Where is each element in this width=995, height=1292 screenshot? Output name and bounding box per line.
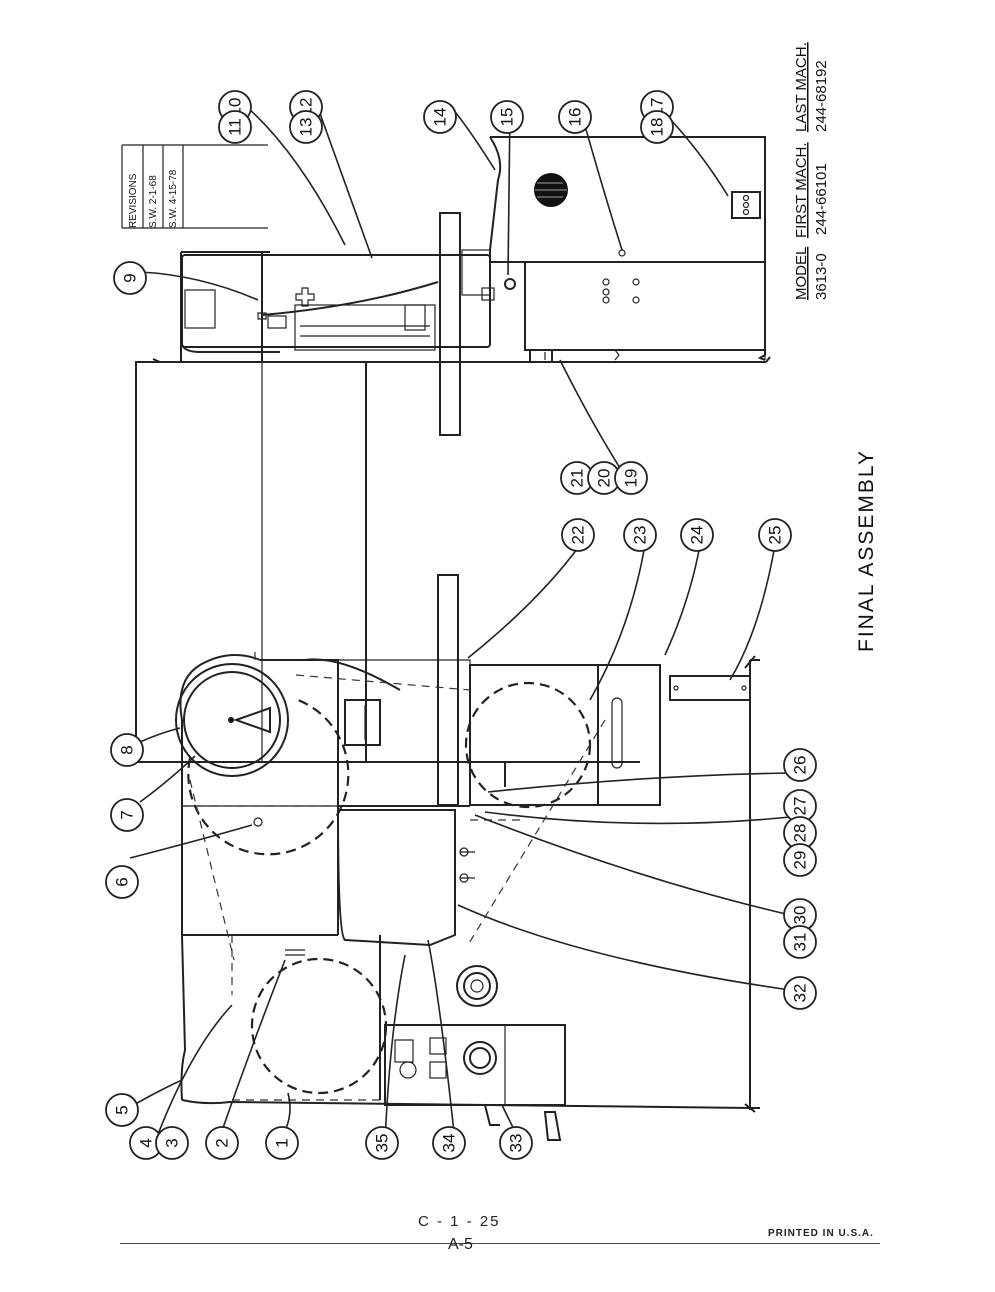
svg-text:20: 20 [595, 469, 614, 488]
model-value: 3613-0 [813, 253, 830, 300]
svg-text:9: 9 [121, 273, 140, 282]
svg-text:14: 14 [431, 108, 450, 127]
svg-text:8: 8 [118, 745, 137, 754]
svg-text:16: 16 [566, 108, 585, 127]
callout-27: 27 [783, 789, 817, 823]
footer-rule [120, 1243, 880, 1244]
first-mach-header: FIRST MACH. [793, 142, 810, 238]
callout-13: 13 [289, 110, 323, 144]
svg-text:35: 35 [373, 1134, 392, 1153]
callout-2: 2 [205, 1126, 239, 1160]
page-code: C - 1 - 25 [418, 1213, 501, 1230]
callout-balloons: 10 11 12 13 14 15 16 17 18 9 21 20 19 22… [105, 90, 817, 1160]
svg-text:32: 32 [791, 984, 810, 1003]
last-mach-header: LAST MACH. [793, 42, 810, 132]
svg-text:25: 25 [766, 526, 785, 545]
svg-text:15: 15 [498, 108, 517, 127]
callout-24: 24 [680, 518, 714, 552]
side-elevation-view [181, 136, 766, 436]
svg-text:26: 26 [791, 756, 810, 775]
revision-entry: S.W. 2-1-68 [148, 175, 159, 228]
svg-text:13: 13 [297, 118, 316, 137]
svg-text:2: 2 [213, 1138, 232, 1147]
svg-text:21: 21 [568, 469, 587, 488]
callout-31: 31 [783, 925, 817, 959]
first-mach-value: 244-66101 [813, 163, 830, 235]
svg-text:28: 28 [791, 824, 810, 843]
page-number: A-5 [448, 1236, 473, 1253]
model-header: MODEL [793, 247, 810, 300]
callout-21: 21 [560, 461, 594, 495]
callout-6: 6 [105, 865, 139, 899]
svg-text:6: 6 [113, 877, 132, 886]
callout-29: 29 [783, 843, 817, 877]
drawing-title: FINAL ASSEMBLY [855, 449, 878, 652]
svg-text:7: 7 [118, 810, 137, 819]
printed-in-usa: PRINTED IN U.S.A. [768, 1228, 874, 1239]
callout-8: 8 [110, 733, 144, 767]
callout-3: 3 [155, 1126, 189, 1160]
callout-23: 23 [623, 518, 657, 552]
svg-text:5: 5 [113, 1105, 132, 1114]
svg-text:4: 4 [137, 1138, 156, 1147]
svg-text:34: 34 [440, 1134, 459, 1153]
callout-9: 9 [113, 261, 147, 295]
callout-11: 11 [218, 110, 252, 144]
side-view [135, 251, 771, 787]
callout-19: 19 [614, 461, 648, 495]
svg-text:23: 23 [631, 526, 650, 545]
callout-22: 22 [561, 518, 595, 552]
revisions-block: REVISIONS S.W. 2-1-68 S.W. 4-15-78 [121, 144, 268, 229]
callout-26: 26 [783, 748, 817, 782]
callout-15: 15 [490, 100, 524, 134]
callout-25: 25 [758, 518, 792, 552]
model-table: MODEL FIRST MACH. LAST MACH. 3613-0 244-… [793, 42, 830, 300]
callout-7: 7 [110, 798, 144, 832]
svg-text:33: 33 [507, 1134, 526, 1153]
svg-text:18: 18 [648, 118, 667, 137]
front-elevation-view [175, 574, 760, 1141]
revision-entry: S.W. 4-15-78 [168, 169, 179, 228]
callout-32: 32 [783, 976, 817, 1010]
revisions-heading: REVISIONS [128, 173, 139, 228]
svg-text:24: 24 [688, 526, 707, 545]
callout-18: 18 [640, 110, 674, 144]
callout-33: 33 [499, 1126, 533, 1160]
svg-text:31: 31 [791, 933, 810, 952]
callout-14: 14 [423, 100, 457, 134]
svg-text:30: 30 [791, 906, 810, 925]
svg-text:22: 22 [569, 526, 588, 545]
callout-34: 34 [432, 1126, 466, 1160]
callout-16: 16 [558, 100, 592, 134]
svg-text:1: 1 [273, 1138, 292, 1147]
svg-text:3: 3 [163, 1138, 182, 1147]
svg-text:11: 11 [226, 118, 245, 136]
callout-35: 35 [365, 1126, 399, 1160]
svg-text:19: 19 [622, 469, 641, 488]
callout-1: 1 [265, 1126, 299, 1160]
svg-text:27: 27 [791, 797, 810, 816]
svg-text:29: 29 [791, 851, 810, 870]
last-mach-value: 244-68192 [813, 60, 830, 132]
callout-5: 5 [105, 1093, 139, 1127]
